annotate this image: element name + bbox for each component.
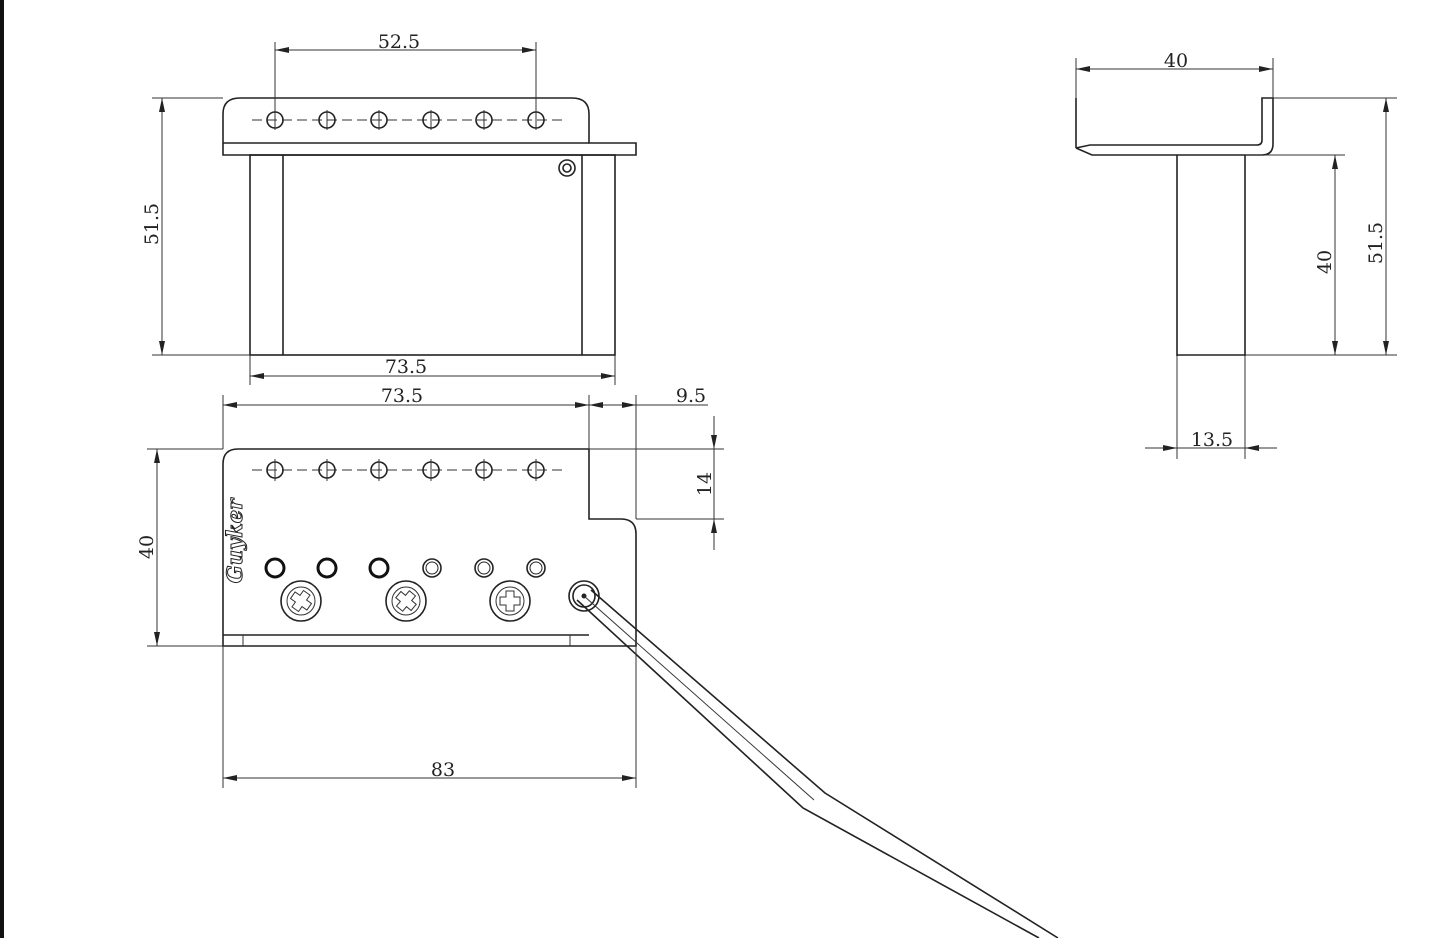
dim-front-overall-width: 83 — [431, 759, 455, 781]
mounting-screw-icon — [385, 580, 427, 622]
dim-top-hole-span: 52.5 — [378, 31, 420, 53]
front-view-string-holes — [252, 459, 566, 481]
top-view-plate — [222, 97, 637, 156]
dim-front-offset: 9.5 — [676, 385, 706, 407]
tremolo-arm — [568, 580, 1059, 938]
dim-top-base-width: 73.5 — [385, 356, 427, 378]
top-view: 52.5 51.5 73.5 — [141, 31, 637, 385]
dim-front-height: 40 — [136, 535, 158, 559]
dim-side-body-height: 40 — [1314, 250, 1336, 274]
top-view-sustain-block — [249, 154, 616, 356]
left-frame-edge — [0, 0, 4, 938]
dim-front-width: 73.5 — [381, 385, 423, 407]
mounting-screw-icon — [489, 580, 531, 622]
top-view-string-holes — [252, 110, 566, 130]
dim-side-depth: 13.5 — [1191, 429, 1233, 451]
side-view-plate — [1075, 97, 1274, 156]
dim-side-top-width: 40 — [1164, 50, 1188, 72]
front-view: Guyker 73.5 9.5 14 — [136, 385, 1059, 938]
mounting-screw-icon — [280, 580, 322, 622]
screw-hole — [558, 159, 576, 177]
side-view: 40 40 51.5 13.5 — [1075, 50, 1397, 459]
front-view-plate — [222, 448, 637, 647]
dim-side-overall-height: 51.5 — [1365, 222, 1387, 264]
front-view-adjustment-holes — [264, 557, 546, 579]
brand-logo: Guyker — [222, 497, 247, 583]
dim-top-height: 51.5 — [141, 203, 163, 245]
side-view-block — [1176, 155, 1246, 356]
dim-front-step: 14 — [694, 472, 716, 496]
